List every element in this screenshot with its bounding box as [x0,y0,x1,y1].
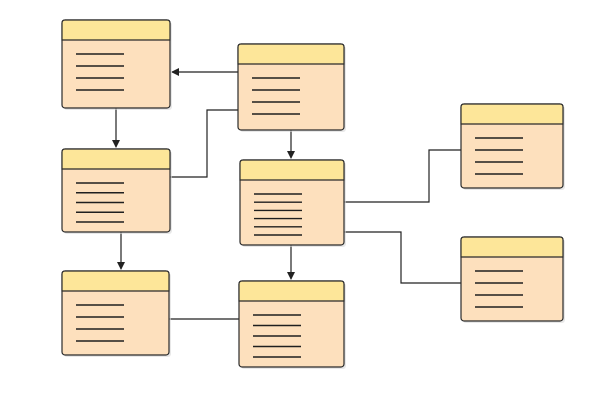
entity-h-box[interactable] [460,236,565,323]
entity-e-box[interactable] [61,270,171,357]
entity-c-header [61,148,171,170]
connector-d-to-g [344,149,461,203]
entity-a-box[interactable] [61,19,172,110]
entity-g-header [460,103,564,125]
connector-b-to-c [170,109,238,178]
entity-a-header [61,19,171,41]
entity-c-box[interactable] [61,148,172,234]
entity-e-header [61,270,170,292]
entity-b-box[interactable] [237,43,346,132]
entity-d-box[interactable] [239,159,346,247]
connector-d-to-h [344,231,461,284]
entity-g-box[interactable] [460,103,565,190]
entity-d-header [239,159,345,181]
entity-b-header [237,43,345,65]
entity-f-header [238,280,345,302]
entity-h-header [460,236,564,258]
entity-f-box[interactable] [238,280,346,369]
